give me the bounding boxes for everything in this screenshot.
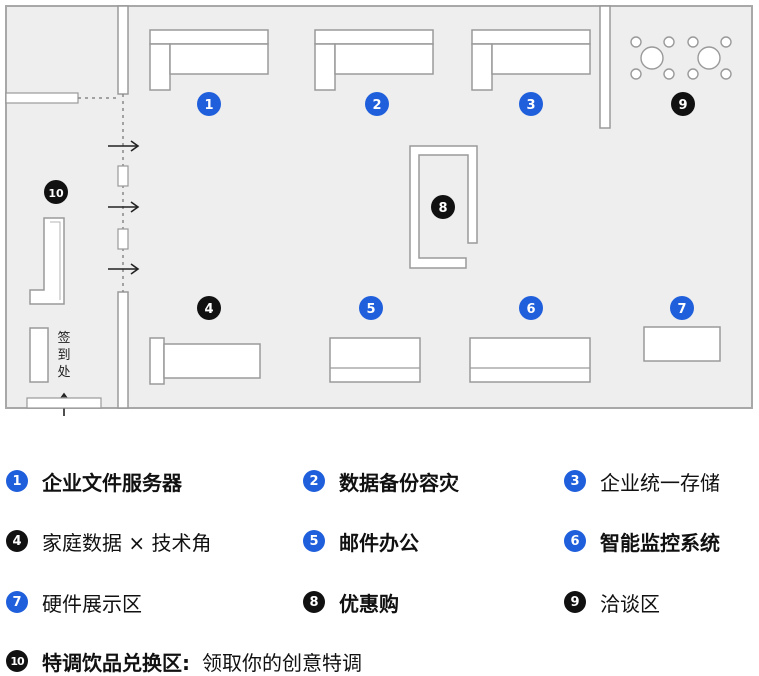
door-post bbox=[117, 228, 129, 250]
booth-4-desk bbox=[149, 337, 261, 385]
svg-text:5: 5 bbox=[366, 302, 375, 317]
entrance-mat bbox=[26, 397, 102, 409]
marker-1: 1 bbox=[197, 92, 221, 116]
legend-marker: 6 bbox=[564, 530, 586, 552]
legend-label: 企业统一存储 bbox=[600, 470, 720, 495]
legend-marker: 9 bbox=[564, 591, 586, 613]
legend-marker: 7 bbox=[6, 591, 28, 613]
legend-marker: 1 bbox=[6, 470, 28, 492]
booth-3-desk bbox=[471, 29, 591, 91]
marker-9: 9 bbox=[671, 92, 695, 116]
marker-7: 7 bbox=[670, 296, 694, 320]
negotiation-tables bbox=[630, 36, 732, 80]
legend-item-6: 6 智能监控系统 bbox=[564, 526, 720, 556]
marker-3: 3 bbox=[519, 92, 543, 116]
marker-4: 4 bbox=[197, 296, 221, 320]
marker-8: 8 bbox=[431, 195, 455, 219]
legend-label: 洽谈区 bbox=[600, 591, 660, 616]
booth-2-desk bbox=[314, 29, 434, 91]
door-post bbox=[117, 165, 129, 187]
legend-item-4: 4 家庭数据 × 技术角 bbox=[6, 526, 211, 556]
svg-text:9: 9 bbox=[678, 98, 687, 113]
legend-marker: 10 bbox=[6, 650, 28, 672]
marker-5: 5 bbox=[359, 296, 383, 320]
svg-text:10: 10 bbox=[48, 187, 64, 200]
booth-10-counter bbox=[29, 217, 65, 305]
upper-wall bbox=[5, 92, 79, 104]
legend-label: 智能监控系统 bbox=[600, 530, 720, 555]
legend-marker: 3 bbox=[564, 470, 586, 492]
legend-label: 特调饮品兑换区: bbox=[42, 650, 190, 675]
legend-item-7: 7 硬件展示区 bbox=[6, 587, 142, 617]
svg-text:2: 2 bbox=[372, 98, 381, 113]
marker-2: 2 bbox=[365, 92, 389, 116]
booth-8-counter bbox=[409, 145, 478, 269]
legend: 1 企业文件服务器 2 数据备份容灾 3 企业统一存储 4 家庭数据 × 技术角… bbox=[0, 456, 759, 676]
legend-label: 硬件展示区 bbox=[42, 591, 142, 616]
legend-marker: 5 bbox=[303, 530, 325, 552]
booth-1-desk bbox=[149, 29, 269, 91]
marker-10: 10 bbox=[44, 180, 68, 204]
legend-item-1: 1 企业文件服务器 bbox=[6, 466, 182, 496]
floor-plan: 签到处 1 2 3 4 5 6 7 8 9 10 bbox=[5, 5, 753, 416]
arrow-right-icon bbox=[108, 263, 140, 275]
svg-text:1: 1 bbox=[204, 98, 213, 113]
legend-label: 家庭数据 × 技术角 bbox=[42, 530, 212, 555]
partition-wall bbox=[117, 5, 129, 95]
arrow-right-icon bbox=[108, 201, 140, 213]
legend-item-8: 8 优惠购 bbox=[303, 587, 399, 617]
legend-label: 邮件办公 bbox=[339, 530, 419, 555]
legend-extra: 领取你的创意特调 bbox=[202, 650, 362, 675]
booth-7-desk bbox=[643, 326, 721, 362]
legend-marker: 8 bbox=[303, 591, 325, 613]
legend-marker: 4 bbox=[6, 530, 28, 552]
marker-6: 6 bbox=[519, 296, 543, 320]
checkin-label: 签到处 bbox=[57, 330, 70, 380]
legend-marker: 2 bbox=[303, 470, 325, 492]
legend-item-3: 3 企业统一存储 bbox=[564, 466, 720, 496]
legend-item-5: 5 邮件办公 bbox=[303, 526, 419, 556]
svg-text:6: 6 bbox=[526, 302, 535, 317]
partition-wall bbox=[599, 5, 611, 129]
checkin-desk bbox=[29, 327, 49, 383]
legend-item-10: 10 特调饮品兑换区: 领取你的创意特调 bbox=[6, 646, 362, 676]
svg-text:7: 7 bbox=[677, 302, 686, 317]
svg-text:8: 8 bbox=[438, 201, 447, 216]
svg-text:3: 3 bbox=[526, 98, 535, 113]
legend-label: 企业文件服务器 bbox=[42, 470, 182, 495]
arrow-right-icon bbox=[108, 140, 140, 152]
booth-6-desk bbox=[469, 337, 591, 383]
legend-item-9: 9 洽谈区 bbox=[564, 587, 660, 617]
legend-label: 优惠购 bbox=[339, 591, 399, 616]
legend-label: 数据备份容灾 bbox=[339, 470, 459, 495]
partition-wall bbox=[117, 291, 129, 409]
legend-item-2: 2 数据备份容灾 bbox=[303, 466, 459, 496]
svg-text:4: 4 bbox=[204, 302, 213, 317]
booth-5-desk bbox=[329, 337, 421, 383]
